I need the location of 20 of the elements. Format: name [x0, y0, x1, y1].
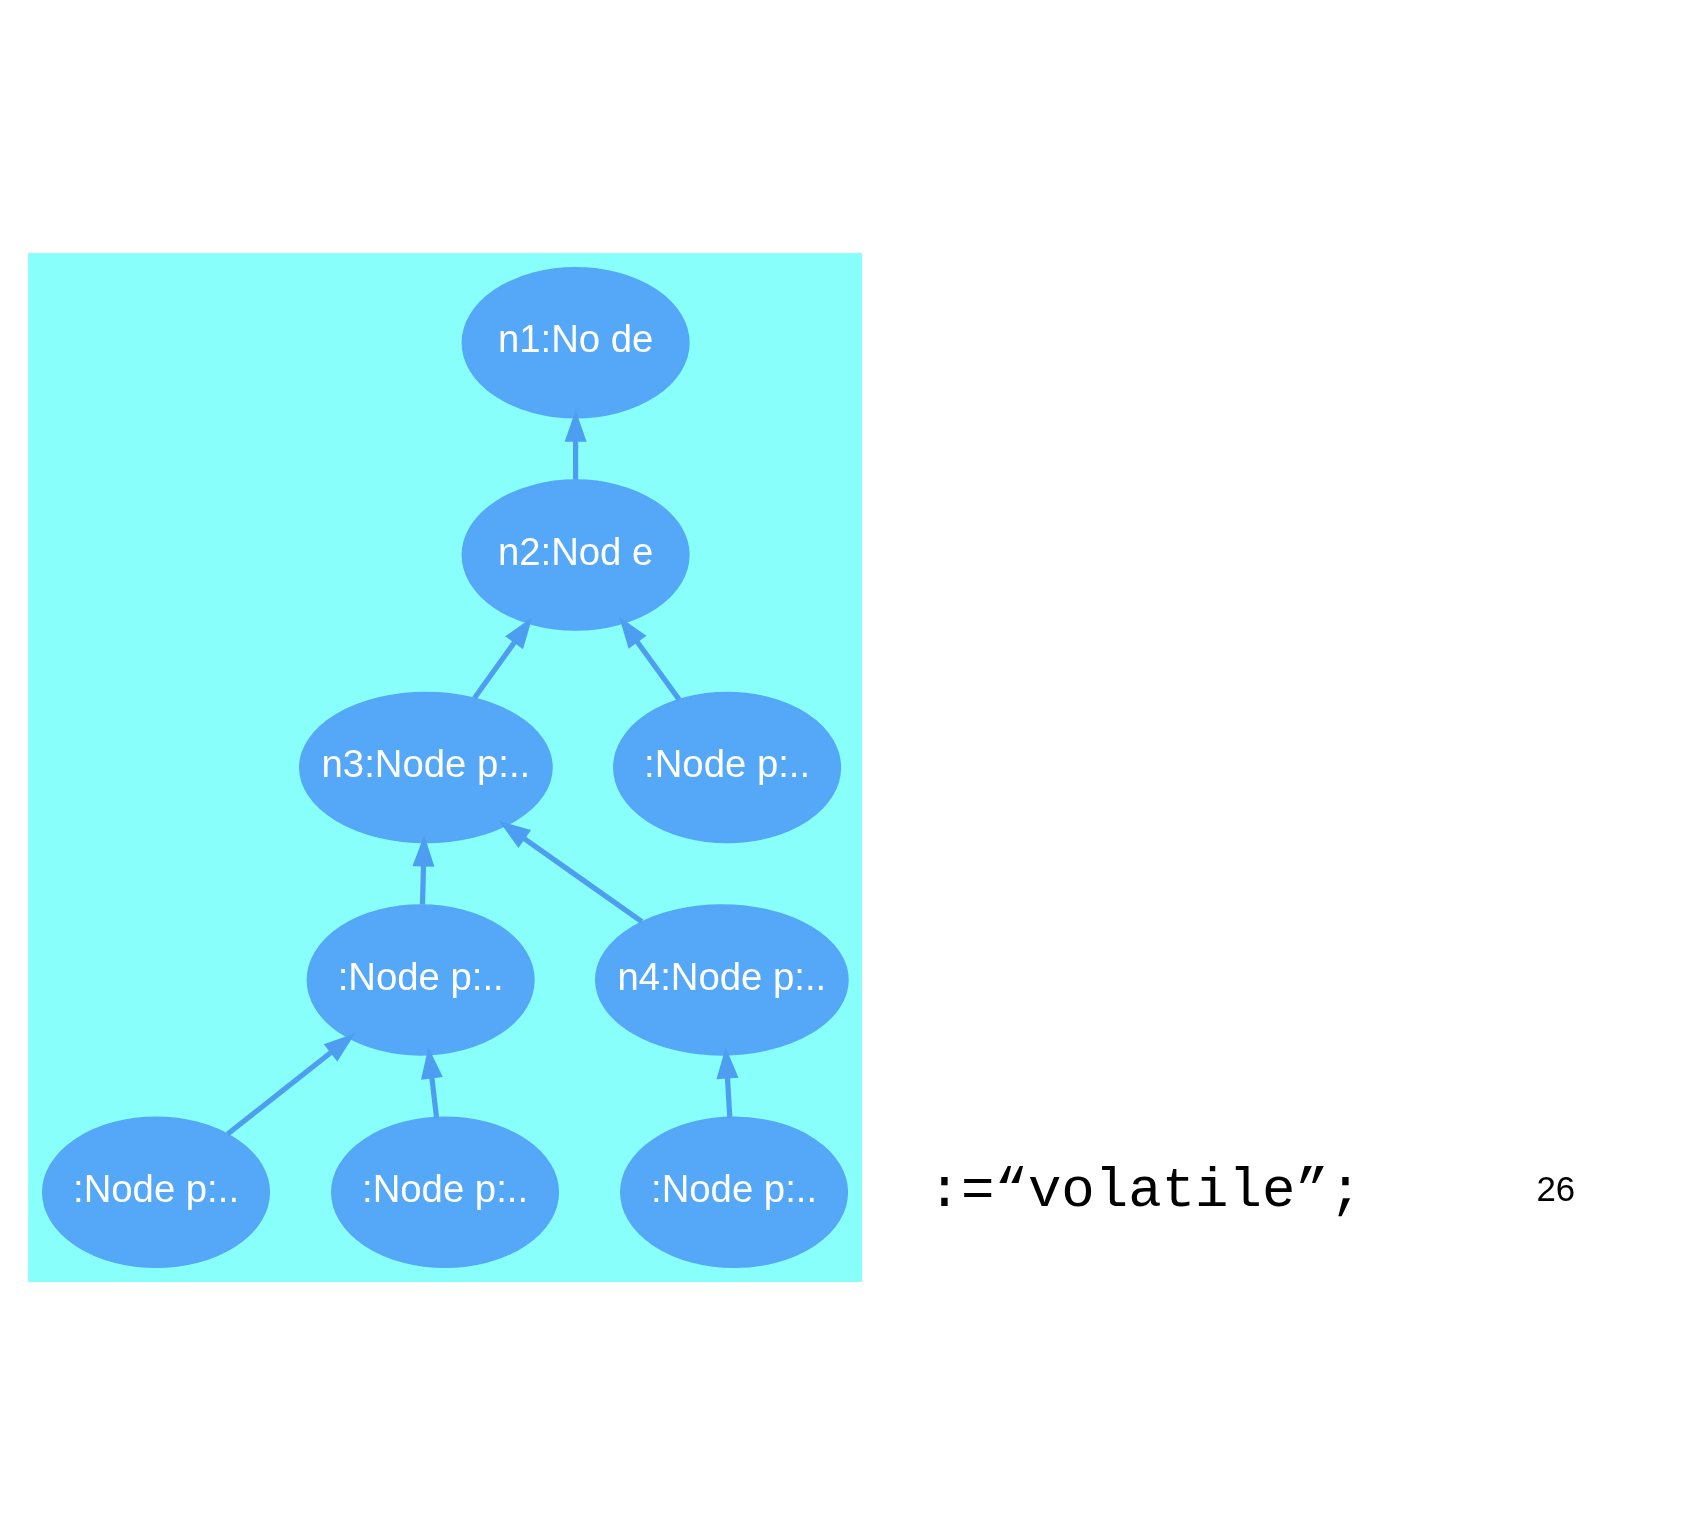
arrow: [226, 1033, 356, 1137]
node-ellipse: n2:Nod e: [461, 479, 690, 631]
node-ellipse: :Node p:..: [613, 691, 842, 844]
node-ellipse: :Node p:..: [42, 1116, 271, 1269]
arrow: [472, 617, 533, 700]
label: :=“volatile”;: [927, 1160, 1363, 1224]
arrow: [412, 835, 435, 905]
arrow: [619, 616, 682, 702]
arrow: [421, 1047, 443, 1118]
arrow: [716, 1047, 739, 1118]
node-ellipse: n4:Node p:..: [595, 904, 849, 1056]
node-ellipse: :Node p:..: [306, 904, 535, 1056]
node-ellipse: n1:No de: [461, 266, 690, 419]
node-ellipse: :Node p:..: [331, 1116, 560, 1269]
arrow: [564, 410, 587, 480]
arrow: [499, 820, 644, 924]
label: 26: [1536, 1169, 1576, 1209]
node-ellipse: :Node p:..: [620, 1116, 849, 1269]
cluster: [28, 253, 862, 1282]
node-ellipse: n3:Node p:..: [299, 691, 553, 844]
